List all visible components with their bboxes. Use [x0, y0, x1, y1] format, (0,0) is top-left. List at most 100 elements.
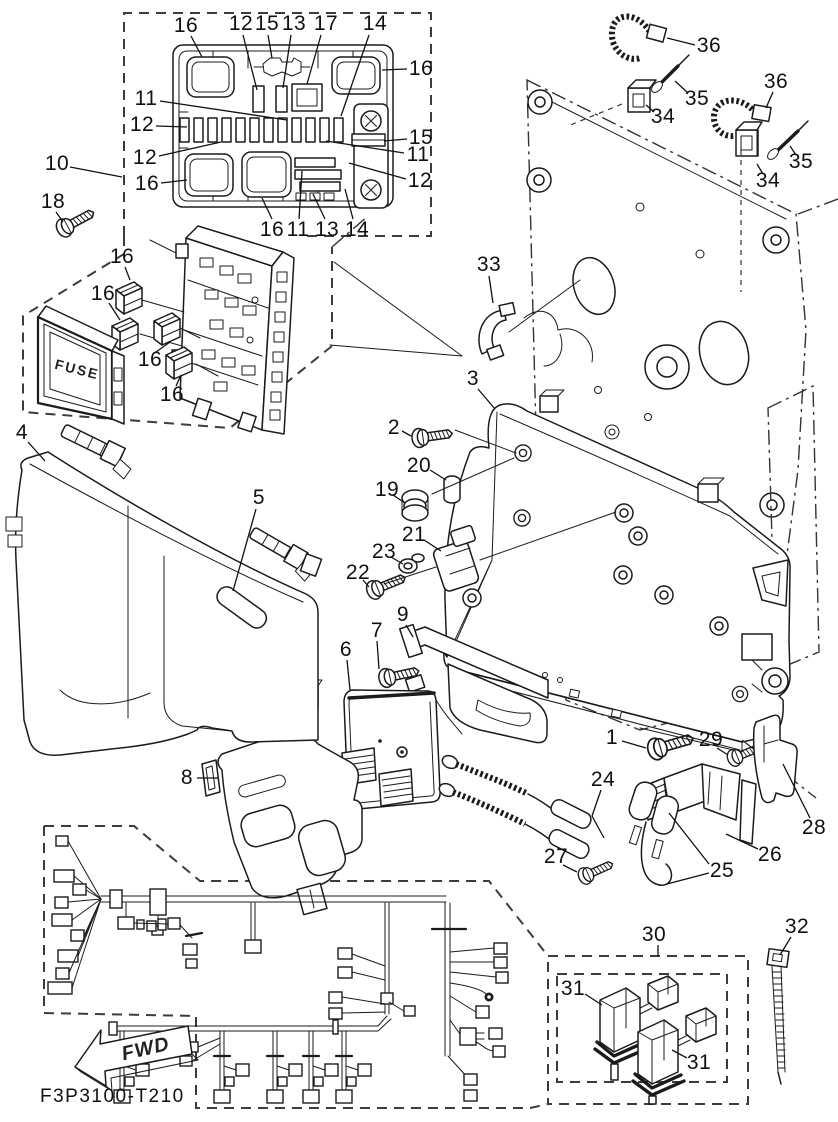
leader-line	[376, 640, 380, 670]
leader-line	[671, 1049, 688, 1059]
callout-11: 11	[406, 143, 430, 166]
callout-3: 3	[466, 367, 480, 390]
leader-line	[405, 624, 414, 638]
callout-27: 27	[543, 845, 569, 868]
leader-line	[591, 815, 605, 839]
seal-strip	[60, 424, 132, 480]
leader-line	[621, 740, 647, 749]
callout-24: 24	[590, 768, 616, 791]
leader-line	[282, 34, 292, 89]
small-hardware	[363, 423, 617, 608]
wiring-harness	[47, 835, 509, 1104]
leader-line	[779, 936, 792, 956]
callout-2: 2	[387, 416, 401, 439]
leader-line	[108, 302, 121, 321]
caps-24	[628, 781, 680, 860]
drawing-code: F3P3100-T210	[40, 1086, 185, 1107]
callout-9: 9	[396, 603, 410, 626]
inset-boundaries	[22, 12, 749, 1109]
leader-line	[591, 789, 602, 817]
leader-line	[232, 508, 257, 592]
callout-14: 14	[362, 12, 388, 35]
ecu-connector	[378, 768, 414, 807]
leader-line	[348, 162, 407, 180]
leader-line	[362, 579, 370, 588]
harness-fan	[47, 835, 102, 995]
leader-line	[381, 68, 408, 71]
ignition-coil	[631, 1007, 717, 1105]
callout-14: 14	[344, 218, 370, 241]
cable-tie-icon	[608, 13, 655, 62]
callout-35: 35	[684, 87, 710, 110]
bracket-9	[376, 623, 549, 744]
rivet-icon	[774, 129, 800, 154]
clip-cube	[697, 483, 719, 503]
bracket-28	[752, 714, 798, 804]
callout-5: 5	[252, 486, 266, 509]
callout-36: 36	[763, 70, 789, 93]
leader-line	[645, 104, 655, 113]
leader-line	[175, 374, 182, 387]
leader-line	[325, 140, 405, 154]
callout-16: 16	[259, 218, 285, 241]
leader-line	[27, 441, 46, 462]
leader-line	[725, 833, 759, 850]
leader-line	[401, 430, 412, 437]
callout-7: 7	[370, 619, 384, 642]
fuse-holder-components	[199, 257, 259, 392]
leader-line	[756, 163, 764, 175]
leader-line	[789, 145, 797, 156]
ignition-coil	[593, 975, 679, 1081]
grommet-19	[401, 489, 429, 522]
leader-line	[423, 539, 442, 552]
callout-10: 10	[44, 152, 70, 175]
leader-line	[488, 275, 494, 304]
fuse-cover-box: FUSE	[36, 305, 125, 425]
fuse-holder-assembly	[52, 203, 295, 435]
callout-29: 29	[698, 728, 724, 751]
right-parts	[575, 714, 798, 888]
leader-line	[69, 166, 123, 178]
callout-12: 12	[407, 169, 433, 192]
callout-33: 33	[476, 253, 502, 276]
leader-line	[562, 864, 578, 873]
leader-line	[155, 341, 171, 353]
leader-line	[344, 188, 354, 220]
label-slot-5	[216, 586, 268, 629]
leader-line	[55, 211, 64, 223]
callout-15: 15	[408, 126, 434, 149]
leader-line	[390, 556, 404, 565]
fusebox-top-view	[172, 44, 394, 209]
seal-strip	[249, 527, 313, 582]
leader-line	[298, 170, 303, 220]
leader-line	[190, 35, 203, 58]
leader-line	[782, 763, 811, 819]
callout-1: 1	[605, 726, 619, 749]
plug-wires	[438, 754, 592, 859]
fuse-slot-row	[179, 117, 344, 143]
sensor-21	[432, 525, 482, 608]
callout-30: 30	[641, 923, 667, 946]
callout-13: 13	[281, 12, 307, 35]
leader-line	[666, 872, 710, 885]
callout-31: 31	[686, 1051, 712, 1074]
callout-25: 25	[709, 859, 735, 882]
leader-line	[158, 141, 222, 157]
callout-16: 16	[90, 282, 116, 305]
leader-line	[429, 469, 447, 481]
leader-line	[312, 193, 326, 220]
callout-15: 15	[254, 12, 280, 35]
callout-12: 12	[132, 146, 158, 169]
callout-31: 31	[560, 977, 586, 1000]
bracket-3	[443, 389, 817, 799]
callout-16: 16	[408, 57, 434, 80]
cable-tie-32	[766, 947, 790, 1085]
leader-line	[674, 80, 689, 94]
callout-34: 34	[755, 169, 781, 192]
callout-12: 12	[228, 12, 254, 35]
callout-35: 35	[788, 150, 814, 173]
callout-11: 11	[134, 87, 158, 110]
leader-line	[765, 91, 774, 109]
